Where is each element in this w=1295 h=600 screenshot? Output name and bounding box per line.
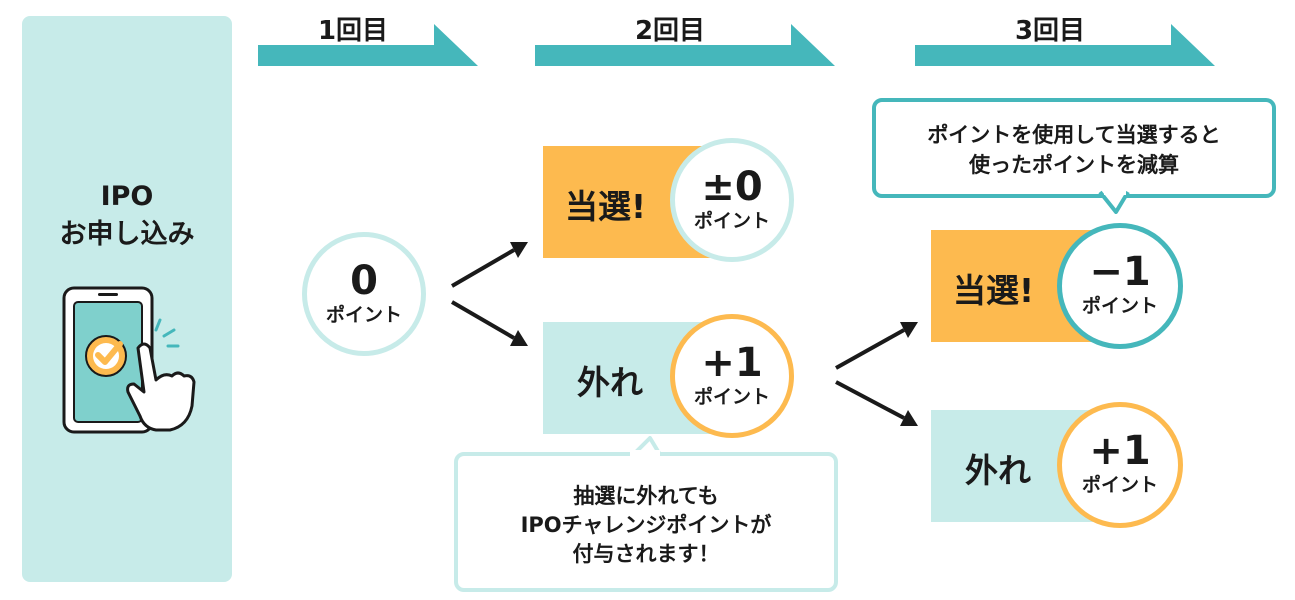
round-3-lose-points-circle: +1 ポイント xyxy=(1057,402,1183,528)
round-2-callout-line2: IPOチャレンジポイントが xyxy=(520,513,772,537)
round-3-win-points-circle: −1 ポイント xyxy=(1057,223,1183,349)
round-3-label: 3回目 xyxy=(1014,16,1086,46)
round-3-win-points-value: −1 xyxy=(1089,249,1151,295)
round-3-lose-points-value: +1 xyxy=(1089,428,1151,474)
round-2-lose-points-value: +1 xyxy=(701,340,763,386)
arrow-icon xyxy=(915,24,1215,66)
round-2-header: 2回目 xyxy=(535,0,835,70)
round-3-callout: ポイントを使用して当選すると 使ったポイントを減算 xyxy=(872,98,1276,198)
apply-title-line2: お申し込み xyxy=(59,219,195,250)
round-3-win-label: 当選! xyxy=(953,271,1035,310)
round-2-callout: 抽選に外れても IPOチャレンジポイントが 付与されます！ xyxy=(454,452,838,592)
branch-arrows xyxy=(450,242,528,346)
round-3-lose-points-unit: ポイント xyxy=(1081,474,1158,496)
callout-pointer xyxy=(1098,190,1130,214)
round-3-callout-line2: 使ったポイントを減算 xyxy=(969,153,1179,177)
branch-arrows xyxy=(835,322,918,426)
apply-title-line1: IPO xyxy=(100,181,154,212)
arrow-icon xyxy=(258,24,478,66)
initial-points-value: 0 xyxy=(350,258,378,304)
round-2-lose-points-circle: +1 ポイント xyxy=(670,314,794,438)
callout-pointer-joint xyxy=(630,450,660,458)
round-2-label: 2回目 xyxy=(634,16,706,46)
apply-title: IPO お申し込み xyxy=(22,178,232,254)
round-2-callout-line1: 抽選に外れても xyxy=(573,484,719,508)
round-2-lose-points-unit: ポイント xyxy=(693,386,770,408)
smartphone-tap-icon xyxy=(62,286,196,434)
round-1-label: 1回目 xyxy=(317,16,389,46)
initial-points-circle: 0 ポイント xyxy=(302,232,426,356)
round-3-lose-label: 外れ xyxy=(965,451,1031,490)
round-2-win-points-value: ±0 xyxy=(701,164,763,210)
arrow-icon xyxy=(535,24,835,66)
round-2-lose-label: 外れ xyxy=(577,363,643,402)
round-2-win-label: 当選! xyxy=(565,187,647,226)
round-1-header: 1回目 xyxy=(258,0,478,70)
round-3-header: 3回目 xyxy=(915,0,1215,70)
round-3-callout-line1: ポイントを使用して当選すると xyxy=(927,123,1221,147)
round-2-win-points-unit: ポイント xyxy=(693,210,770,232)
round-3-win-points-unit: ポイント xyxy=(1081,295,1158,317)
round-2-callout-line3: 付与されます！ xyxy=(572,542,720,566)
initial-points-unit: ポイント xyxy=(325,304,402,326)
round-2-win-points-circle: ±0 ポイント xyxy=(670,138,794,262)
